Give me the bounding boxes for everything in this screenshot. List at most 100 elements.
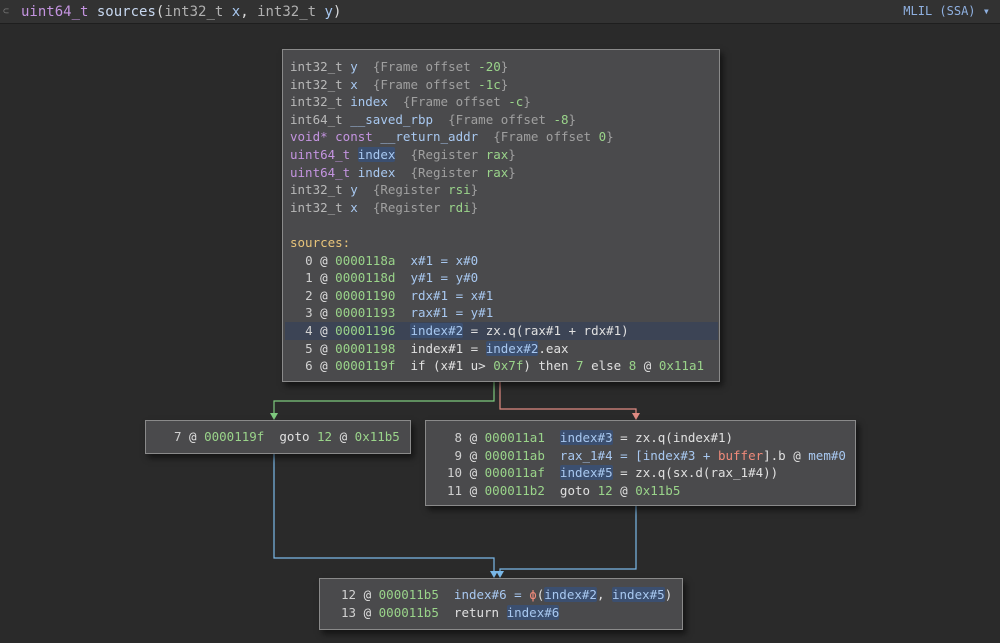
merge-block[interactable]: 12 @ 000011b5 index#6 = ϕ(index#2, index… [319,578,683,630]
instr-address[interactable]: 0000119f [204,429,265,444]
var-type[interactable]: uint64_t [290,146,351,162]
selected-var[interactable]: index#6 [506,604,560,620]
return-type[interactable]: uint64_t [21,3,89,20]
view-mode-label[interactable]: MLIL (SSA) [903,4,976,18]
instr-address[interactable]: 00001196 [335,322,396,338]
var-name[interactable]: y [350,182,358,198]
var-name[interactable]: index [350,94,388,110]
instr-text[interactable]: = zx.q(index#1) [612,430,734,445]
selected-var[interactable]: index#5 [559,465,613,481]
function-signature[interactable]: uint64_t sources(int32_t x, int32_t y) [21,4,341,20]
instr-address[interactable]: 000011ab [484,447,545,463]
instruction[interactable]: 0 @ 0000118a x#1 = x#0 [305,252,479,268]
var-name[interactable]: __return_addr [380,129,479,145]
global-symbol[interactable]: buffer [717,447,764,463]
instr-address[interactable]: 000011b5 [378,587,439,602]
instr-address[interactable]: 000011af [484,465,545,481]
param-type[interactable]: int32_t [164,3,224,20]
param-type[interactable]: int32_t [257,3,317,20]
variable-decl[interactable]: int32_t x {Register rdi} [290,199,713,217]
goto-target[interactable]: 12 [597,482,613,498]
instruction[interactable]: 4 @ 00001196 index#2 = zx.q(rax#1 + rdx#… [285,321,718,340]
instruction[interactable]: 8 @ 000011a1 index#3 = zx.q(index#1) [454,430,734,445]
selected-var[interactable]: index#3 [559,430,613,445]
instruction[interactable]: 1 @ 0000118d y#1 = y#0 [305,270,479,286]
instruction[interactable]: 3 @ 00001193 rax#1 = y#1 [305,305,494,321]
instr-text[interactable]: ) then [523,358,577,374]
var-type[interactable]: int32_t [290,182,343,198]
var-type[interactable]: int32_t [290,59,343,74]
instr-address[interactable]: 000011b5 [378,604,439,620]
const-value[interactable]: 0x7f [493,358,524,374]
variable-decl[interactable]: int32_t y {Register rsi} [290,181,713,199]
variable-decl[interactable]: int32_t x {Frame offset -1c} [290,76,713,94]
instruction[interactable]: 7 @ 0000119f goto 12 @ 0x11b5 [174,429,400,444]
var-name[interactable]: index [357,164,396,180]
instr-text[interactable]: y#1 = y#0 [410,270,479,286]
function-name[interactable]: sources [96,3,156,20]
var-name[interactable]: x [350,76,358,92]
instr-text[interactable]: index#6 = [453,587,530,602]
instr-text[interactable]: = zx.q(sx.d(rax_1#4)) [612,465,779,481]
instr-text[interactable]: x#1 = x#0 [410,252,479,268]
instr-address[interactable]: 00001198 [335,340,396,356]
instr-text[interactable]: if (x#1 u> [410,358,494,374]
goto-target[interactable]: 12 [317,429,333,444]
instr-address[interactable]: 000011a1 [484,430,545,445]
instruction[interactable]: 13 @ 000011b5 return index#6 [341,604,560,620]
selected-var[interactable]: index#2 [485,340,539,356]
var-type[interactable]: int32_t [290,76,343,92]
variable-decl[interactable]: int64_t __saved_rbp {Frame offset -8} [290,111,713,129]
variable-decl[interactable]: void* const __return_addr {Frame offset … [290,128,713,146]
instr-text[interactable]: rdx#1 = x#1 [410,287,494,303]
variable-decl[interactable]: int32_t y {Frame offset -20} [290,58,713,76]
instruction[interactable]: 5 @ 00001198 index#1 = index#2.eax [305,340,569,356]
var-type[interactable]: void* const [290,129,373,145]
instruction[interactable]: 6 @ 0000119f if (x#1 u> 0x7f) then 7 els… [305,358,704,374]
selected-var[interactable]: index#5 [612,587,665,602]
var-name[interactable]: x [350,199,358,215]
instr-text[interactable]: ].b @ [763,447,809,463]
var-type[interactable]: int32_t [290,94,343,110]
selected-var[interactable]: index#2 [544,587,597,602]
instr-text[interactable]: rax#1 = y#1 [410,305,494,321]
entry-block[interactable]: int32_t y {Frame offset -20}int32_t x {F… [282,49,720,382]
block-true-branch[interactable]: 7 @ 0000119f goto 12 @ 0x11b5 [145,420,411,454]
var-name[interactable]: index [357,146,396,162]
variable-decl[interactable]: uint64_t index {Register rax} [290,146,713,164]
instr-address[interactable]: 0000119f [335,358,396,374]
instruction[interactable]: 2 @ 00001190 rdx#1 = x#1 [305,287,494,303]
instr-text[interactable]: .eax [538,340,569,356]
instr-address[interactable]: 0000118a [335,252,396,268]
param-name[interactable]: x [231,3,241,20]
collapse-icon[interactable]: ⊂ [3,5,10,17]
var-type[interactable]: int32_t [290,199,343,215]
var-type[interactable]: uint64_t [290,164,351,180]
memory-version[interactable]: mem#0 [808,447,846,463]
var-name[interactable]: __saved_rbp [350,111,434,127]
instr-text[interactable]: index#1 = [410,340,486,356]
block-label[interactable]: sources: [290,234,351,250]
instruction[interactable]: 11 @ 000011b2 goto 12 @ 0x11b5 [447,482,681,498]
instr-address[interactable]: 00001193 [335,305,396,321]
instr-text[interactable]: = zx.q(rax#1 + rdx#1) [463,322,629,338]
instr-address[interactable]: 00001190 [335,287,396,303]
branch-target[interactable]: 7 [576,358,584,374]
instr-text[interactable]: @ [636,358,659,374]
instr-text[interactable]: rax_1#4 = [index#3 + [559,447,718,463]
chevron-down-icon[interactable]: ▾ [982,4,990,18]
branch-target[interactable]: 8 [628,358,637,374]
goto-address[interactable]: 0x11b5 [354,429,400,444]
selected-var[interactable]: index#2 [410,322,464,338]
block-false-branch[interactable]: 8 @ 000011a1 index#3 = zx.q(index#1) 9 @… [425,420,856,506]
param-name[interactable]: y [324,3,333,20]
il-view-selector[interactable]: MLIL (SSA) ▾ [903,4,990,18]
branch-address[interactable]: 0x11a1 [658,358,704,374]
instruction[interactable]: 10 @ 000011af index#5 = zx.q(sx.d(rax_1#… [447,465,779,481]
instruction[interactable]: 9 @ 000011ab rax_1#4 = [index#3 + buffer… [454,447,846,463]
var-type[interactable]: int64_t [290,111,343,127]
goto-address[interactable]: 0x11b5 [635,482,681,498]
var-name[interactable]: y [350,59,358,74]
variable-decl[interactable]: uint64_t index {Register rax} [290,164,713,182]
instruction[interactable]: 12 @ 000011b5 index#6 = ϕ(index#2, index… [341,587,673,602]
